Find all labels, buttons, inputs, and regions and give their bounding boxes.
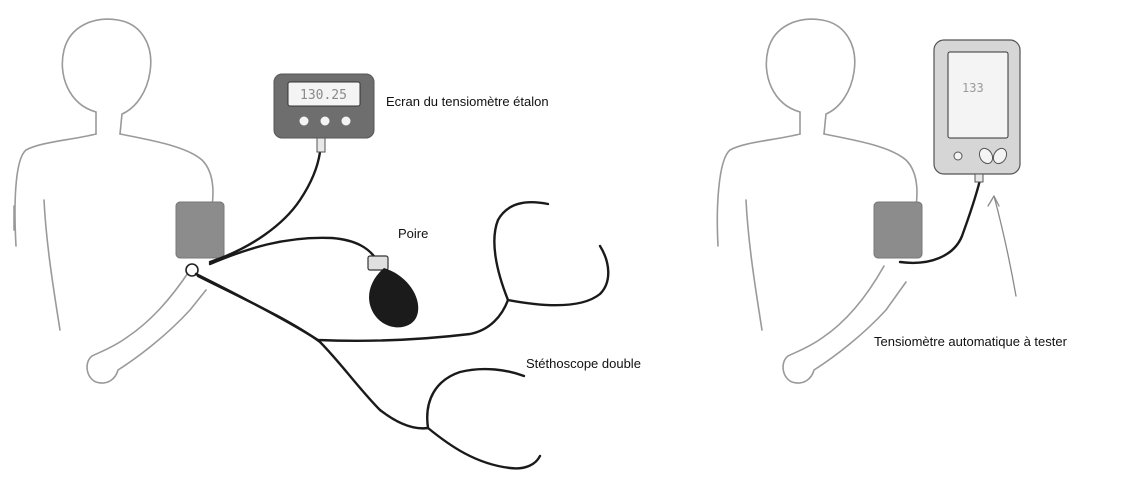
automatic-device-screen bbox=[948, 52, 1008, 138]
reference-device-readout: 130.25 bbox=[300, 88, 347, 103]
reference-device: 130.25 bbox=[274, 74, 374, 152]
left-arm-outline bbox=[87, 270, 206, 383]
automatic-device-connector bbox=[975, 174, 983, 182]
left-person-figure bbox=[14, 19, 213, 383]
tube-stethoscope-main bbox=[196, 274, 508, 341]
right-head-outline bbox=[766, 19, 854, 134]
label-bulb: Poire bbox=[398, 226, 428, 241]
right-shoulder-outline bbox=[717, 134, 800, 246]
pointer-arrow-head bbox=[988, 196, 999, 206]
bulb-valve bbox=[368, 256, 388, 270]
label-automatic-device: Tensiomètre automatique à tester bbox=[874, 334, 1067, 349]
upper-stethoscope-earpiece-right bbox=[508, 246, 608, 305]
pointer-arrow bbox=[988, 196, 1016, 296]
automatic-device-small-button bbox=[954, 152, 962, 160]
reference-button-2 bbox=[321, 117, 330, 126]
automatic-device-readout: 133 bbox=[962, 81, 984, 95]
upper-stethoscope-earpieces bbox=[494, 202, 548, 300]
lower-stethoscope-earpiece-right bbox=[428, 428, 540, 468]
right-body-crease bbox=[746, 200, 762, 330]
right-right-shoulder-outline bbox=[824, 134, 917, 206]
left-head-outline bbox=[62, 19, 150, 134]
left-cuff bbox=[176, 202, 224, 258]
right-person-figure bbox=[717, 19, 917, 383]
right-arm-outline bbox=[783, 266, 906, 383]
pointer-arrow-shaft bbox=[994, 196, 1016, 296]
automatic-device: 133 bbox=[934, 40, 1020, 182]
left-shoulder-outline bbox=[15, 134, 96, 246]
left-right-shoulder-outline bbox=[120, 134, 213, 206]
bulb-pump bbox=[368, 256, 418, 327]
label-reference-screen: Ecran du tensiomètre étalon bbox=[386, 94, 549, 109]
reference-button-1 bbox=[300, 117, 309, 126]
lower-stethoscope-earpieces bbox=[427, 369, 524, 428]
right-cuff bbox=[874, 202, 922, 258]
reference-button-3 bbox=[342, 117, 351, 126]
reference-device-connector bbox=[317, 138, 325, 152]
bulb-body bbox=[369, 268, 418, 327]
left-body-crease bbox=[44, 200, 60, 330]
label-double-stethoscope: Stéthoscope double bbox=[526, 356, 641, 371]
